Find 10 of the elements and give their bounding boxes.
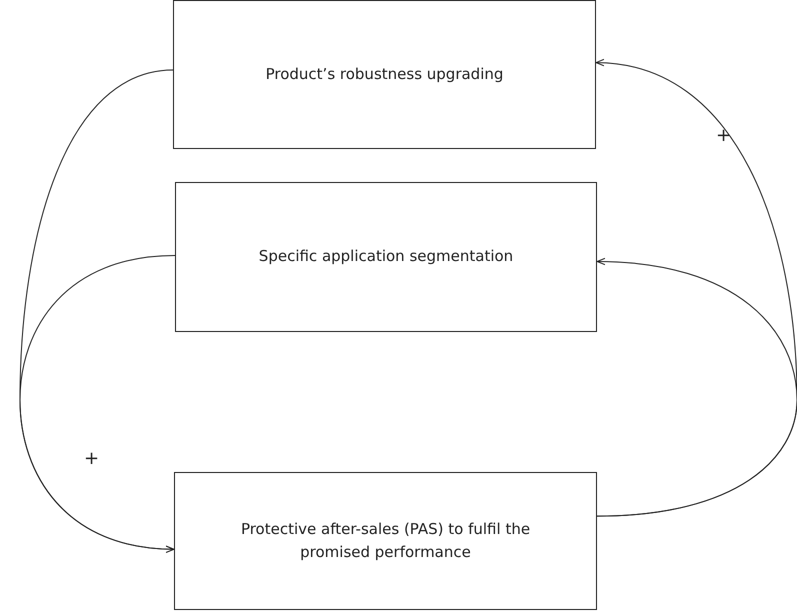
- box-text: Specific application segmentation: [258, 246, 514, 268]
- process-box: [175, 182, 597, 332]
- box-text: Product’s robustness upgrading: [266, 64, 504, 85]
- arrow: [20, 255, 176, 552]
- process-box: [174, 472, 597, 610]
- process-box: [173, 0, 596, 149]
- edge-label: +: [84, 450, 100, 468]
- edge-label: +: [716, 127, 732, 145]
- box-text: Protective after-sales (PAS) to fulfil the promised performance: [240, 518, 532, 563]
- arrow: [596, 60, 797, 517]
